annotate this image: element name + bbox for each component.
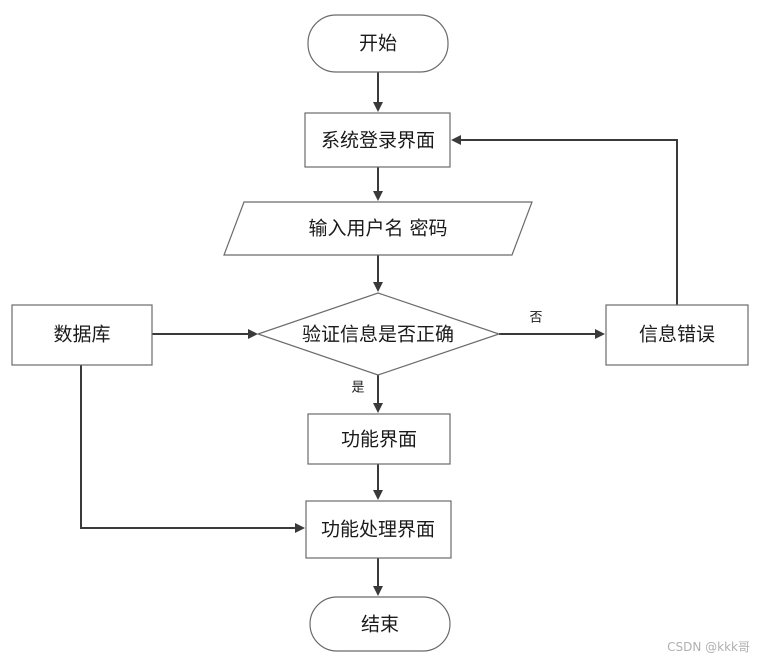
- process-ui-node: 功能处理界面: [305, 500, 452, 559]
- edge-label-no: 否: [529, 311, 542, 326]
- end-node: 结束: [309, 596, 451, 652]
- start-node: 开始: [307, 14, 449, 73]
- connectors: [80, 72, 678, 596]
- end-label: 结束: [361, 614, 399, 636]
- verify-label: 验证信息是否正确: [302, 324, 454, 346]
- function-ui-node: 功能界面: [307, 413, 451, 465]
- edge-label-yes: 是: [351, 381, 364, 396]
- edge-error-to-login: [451, 135, 678, 305]
- process-ui-label: 功能处理界面: [321, 519, 435, 541]
- error-label: 信息错误: [639, 324, 715, 346]
- login-ui-node: 系统登录界面: [304, 112, 451, 168]
- watermark: CSDN @kkk哥: [667, 640, 750, 654]
- error-node: 信息错误: [605, 304, 749, 366]
- verify-node: 验证信息是否正确: [256, 292, 501, 376]
- database-node: 数据库: [11, 304, 153, 366]
- database-label: 数据库: [53, 324, 110, 346]
- start-label: 开始: [359, 33, 397, 55]
- edge-database-to-process: [80, 365, 305, 533]
- login-ui-label: 系统登录界面: [321, 130, 435, 152]
- function-ui-label: 功能界面: [341, 429, 417, 451]
- input-label: 输入用户名 密码: [308, 218, 447, 240]
- input-node: 输入用户名 密码: [223, 201, 533, 256]
